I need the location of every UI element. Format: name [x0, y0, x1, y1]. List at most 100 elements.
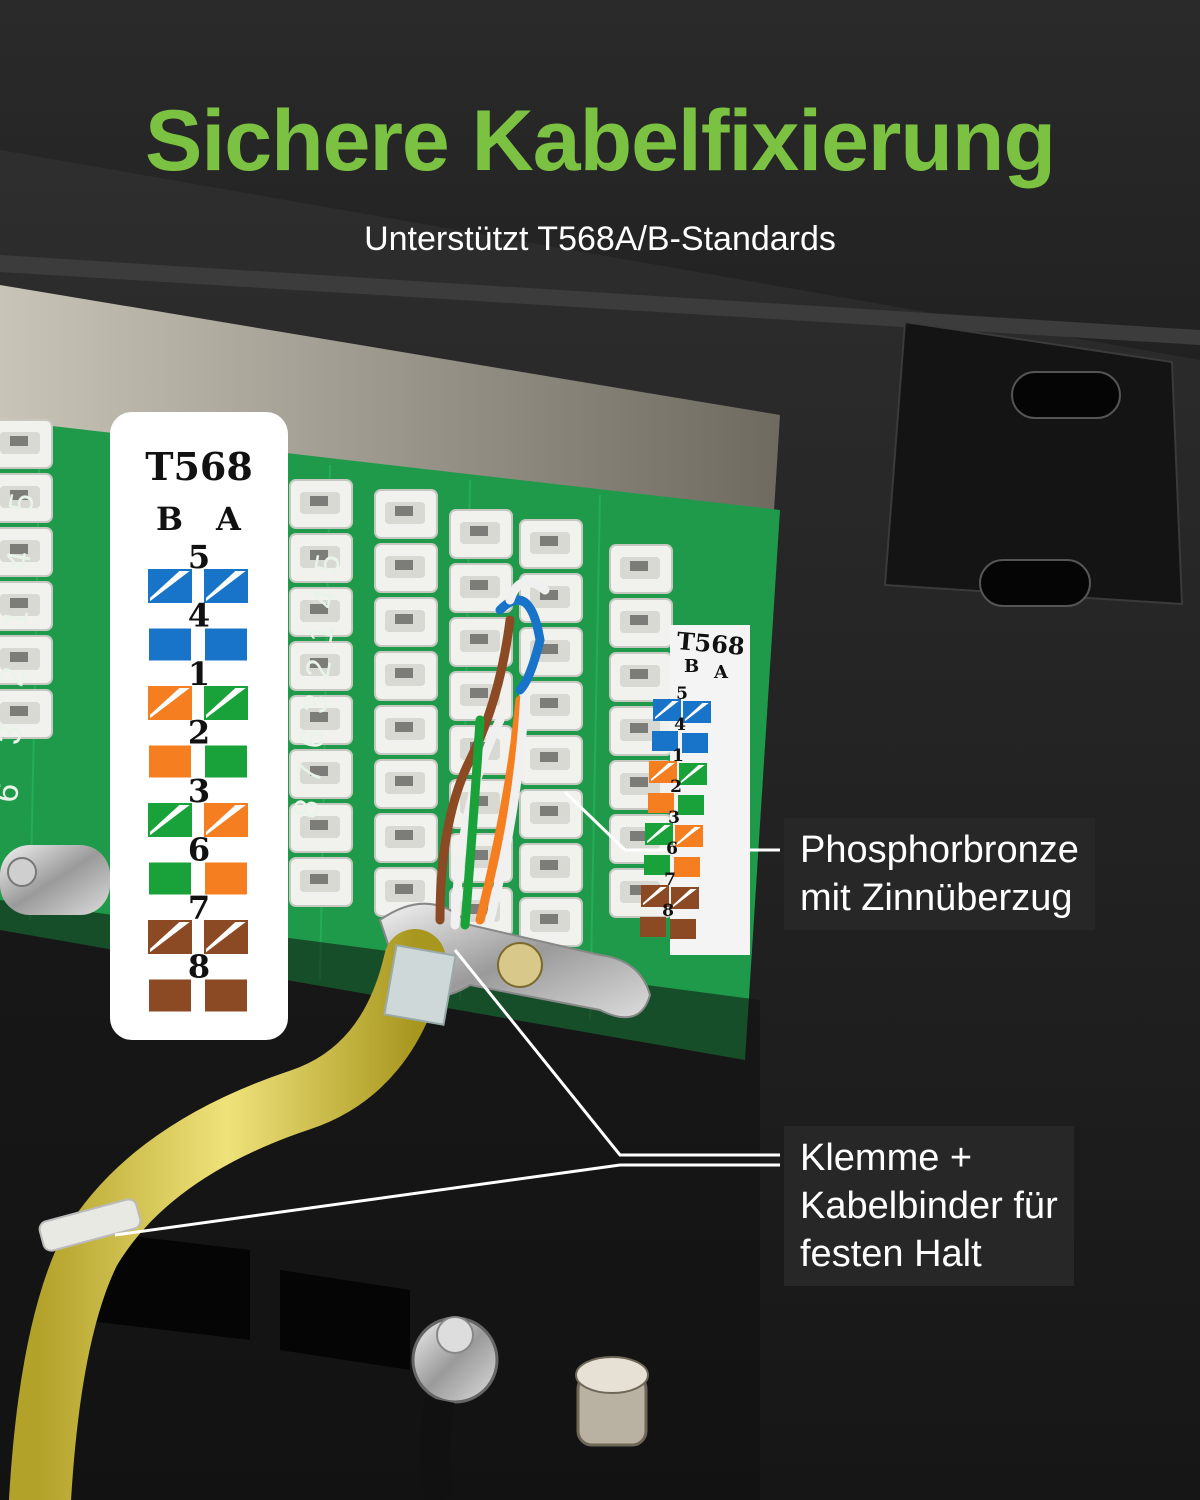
module-swatch-b-7: [641, 885, 669, 907]
legend-pin-2: 2: [188, 714, 210, 752]
idc-slot: [519, 789, 583, 839]
idc-slot: [289, 749, 353, 799]
idc-slot: [289, 533, 353, 583]
legend-swatch-a-7: [204, 920, 248, 954]
legend-pin-3: 3: [188, 772, 210, 810]
callout-contact-material: Phosphorbronze mit Zinnüberzug: [784, 818, 1095, 930]
module-swatch-a-8: [670, 919, 696, 939]
module-swatch-b-2: [648, 793, 674, 813]
cable-shield-braid: [383, 944, 457, 1026]
legend-swatch-a-2: [205, 745, 247, 778]
legend-title: T568: [145, 444, 253, 489]
legend-swatch-b-7: [148, 920, 192, 954]
callout-clamp: Klemme + Kabelbinder für festen Halt: [784, 1126, 1074, 1286]
module-label-col-a: A: [713, 662, 729, 683]
left-clamp-screw: [7, 857, 37, 887]
headline: Sichere Kabelfixierung: [145, 93, 1056, 189]
module-swatch-a-6: [674, 857, 700, 877]
legend-swatch-a-6: [205, 862, 247, 895]
idc-slot: [609, 652, 673, 702]
idc-slot: [519, 735, 583, 785]
module-swatch-a-2: [678, 795, 704, 815]
idc-slot: [374, 651, 438, 701]
legend-swatch-a-1: [204, 686, 248, 720]
module-label-title: T568: [676, 626, 746, 661]
callout-clamp-line-3: festen Halt: [800, 1233, 982, 1275]
module-swatch-b-8: [640, 917, 666, 937]
idc-slot: [374, 813, 438, 863]
idc-slot: [449, 563, 513, 613]
module-pin-4: 4: [674, 715, 686, 735]
idc-slot: [0, 473, 53, 523]
idc-slot: [289, 803, 353, 853]
idc-slot: [374, 759, 438, 809]
callout-contact-line-1: Phosphorbronze: [800, 829, 1079, 871]
module-swatch-b-4: [652, 731, 678, 751]
module-label-col-b: B: [684, 656, 699, 677]
legend-swatch-b-6: [149, 862, 191, 895]
module-swatch-a-1: [679, 763, 707, 785]
legend-pin-7: 7: [188, 889, 210, 927]
module-swatch-a-7: [671, 887, 699, 909]
module-swatch-a-4: [682, 733, 708, 753]
legend-swatch-a-4: [205, 628, 247, 661]
ground-wire: [420, 1397, 455, 1500]
callout-clamp-line-2: Kabelbinder für: [800, 1185, 1058, 1227]
legend-swatch-b-8: [149, 979, 191, 1012]
module-swatch-b-6: [644, 855, 670, 875]
idc-slot: [609, 598, 673, 648]
legend-swatch-a-5: [204, 569, 248, 603]
legend-swatch-b-2: [149, 745, 191, 778]
callout-contact-line-2: mit Zinnüberzug: [800, 877, 1073, 919]
support-bracket: [0, 900, 760, 1500]
callout-clamp-line-1: Klemme +: [800, 1137, 973, 1179]
legend-swatch-a-3: [204, 803, 248, 837]
idc-slot: [289, 587, 353, 637]
idc-slot: [374, 489, 438, 539]
idc-slot: [289, 479, 353, 529]
idc-slot: [0, 419, 53, 469]
idc-slot: [374, 597, 438, 647]
module-swatch-a-3: [675, 825, 703, 847]
legend-swatch-b-4: [149, 628, 191, 661]
idc-slot: [519, 843, 583, 893]
twisted-pairs: [435, 577, 550, 930]
module-pin-3: 3: [668, 808, 680, 828]
idc-slot: [289, 695, 353, 745]
idc-slot: [449, 509, 513, 559]
idc-slot: [0, 635, 53, 685]
legend-pin-5: 5: [188, 538, 210, 576]
legend-pin-8: 8: [188, 948, 210, 986]
module-swatch-b-3: [645, 823, 673, 845]
idc-slot: [609, 544, 673, 594]
bracket-slot-right: [280, 1270, 410, 1370]
legend-swatch-a-8: [205, 979, 247, 1012]
legend-swatch-b-3: [148, 803, 192, 837]
idc-slot: [519, 681, 583, 731]
bracket-slot-left: [80, 1230, 250, 1340]
module-pin-5: 5: [676, 684, 688, 704]
module-swatch-b-5: [653, 699, 681, 721]
rack-top-edge: [0, 255, 1200, 345]
idc-slot: [449, 617, 513, 667]
legend-swatch-b-5: [148, 569, 192, 603]
rack-ear-slot-bottom: [979, 559, 1091, 607]
main-clamp-screw: [497, 942, 543, 988]
idc-slot: [374, 705, 438, 755]
legend-pin-4: 4: [188, 597, 210, 635]
idc-slot: [0, 527, 53, 577]
ground-stud: [436, 1316, 474, 1354]
knurled-screw-head: [575, 1356, 649, 1394]
module-pin-6: 6: [666, 839, 678, 859]
module-pin-1: 1: [672, 746, 684, 766]
yellow-network-cable: [9, 929, 446, 1500]
module-pin-8: 8: [662, 901, 674, 921]
idc-slot: [519, 897, 583, 947]
cable-tie: [38, 1198, 142, 1252]
rack-ear-slot-top: [1011, 371, 1121, 419]
idc-slot: [374, 543, 438, 593]
legend-swatch-b-1: [148, 686, 192, 720]
